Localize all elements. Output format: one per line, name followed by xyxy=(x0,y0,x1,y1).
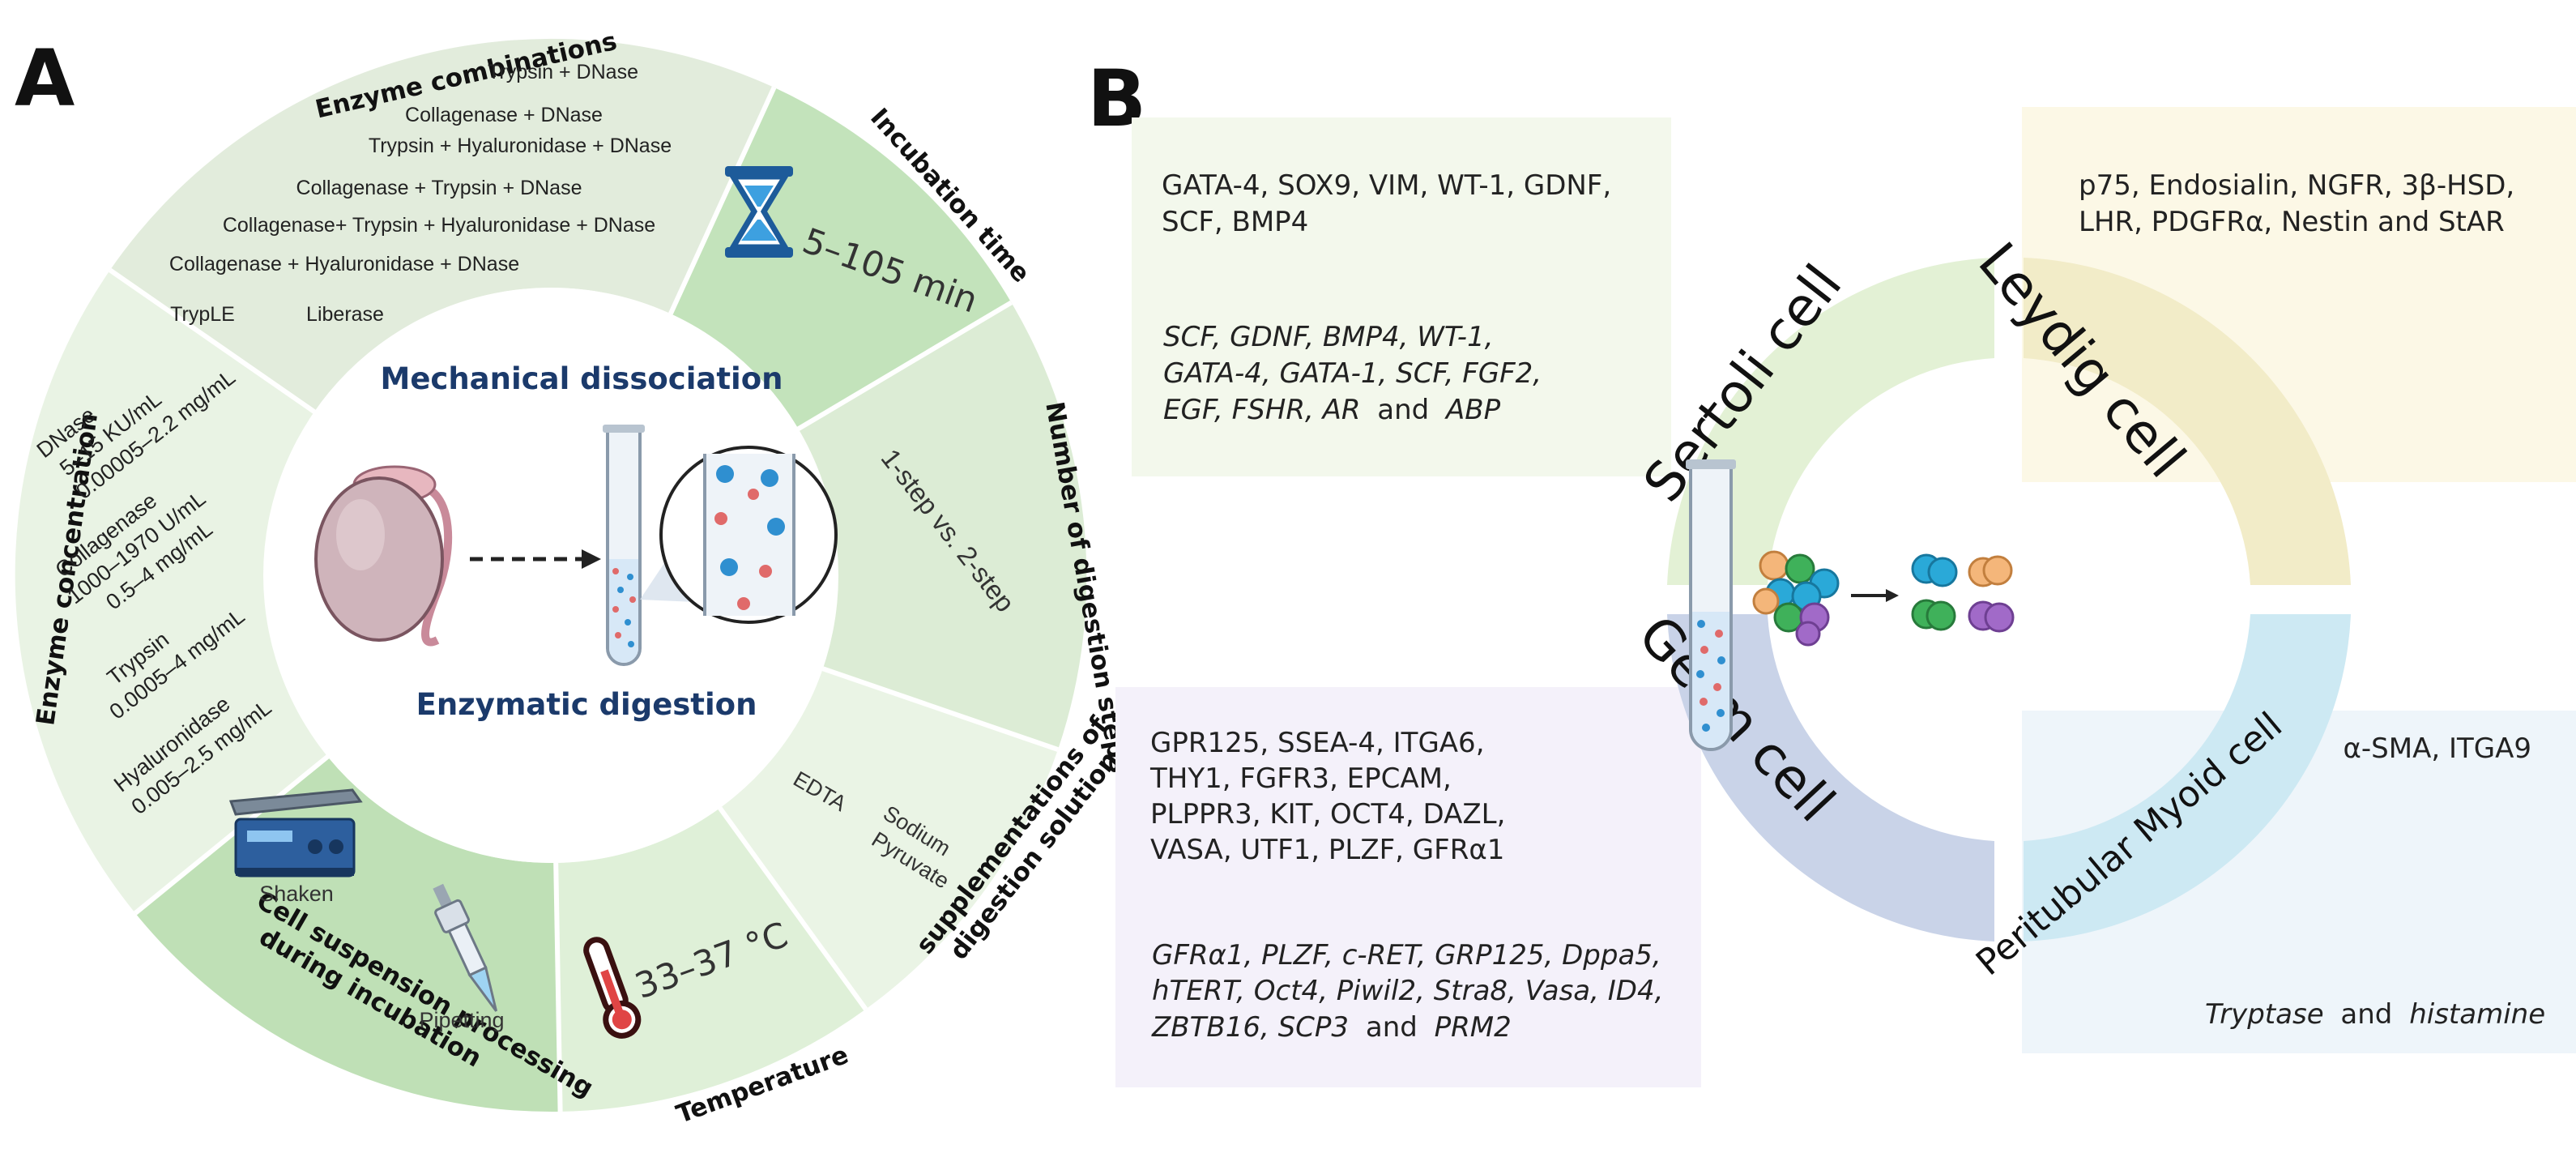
shaker-icon xyxy=(228,788,363,878)
shaken-label: Shaken xyxy=(259,882,334,906)
test-tube-icon xyxy=(1686,459,1736,751)
hub xyxy=(263,288,838,863)
segment-temperature xyxy=(556,808,866,1112)
enzyme-combo-item: Liberase xyxy=(306,303,384,326)
germ-gene-markers: GFRα1, PLZF, c-RET, GRP125, Dppa5, hTERT… xyxy=(1151,939,1672,1044)
segment-digestion-steps xyxy=(797,302,1087,750)
enzyme-combination-list: Trypsin + DNase Collagenase + DNase Tryp… xyxy=(169,61,672,326)
magnified-view-icon xyxy=(659,446,838,624)
leydig-protein-markers: p75, Endosialin, NGFR, 3β-HSD, LHR, PDGF… xyxy=(2079,169,2523,238)
germ-markers-box xyxy=(1115,687,1701,1087)
germ-protein-markers: GPR125, SSEA-4, ITGA6, THY1, FGFR3, EPCA… xyxy=(1149,727,1514,866)
segment-myoid xyxy=(2024,614,2351,942)
hourglass-icon xyxy=(725,166,793,258)
segment-germ xyxy=(1667,614,1994,942)
cell-cluster-icon xyxy=(1752,550,1840,647)
enzyme-combo-item: Collagenase + Hyaluronidase + DNase xyxy=(169,253,519,275)
segment-separators xyxy=(109,86,1059,1112)
enzymatic-digestion-label: Enzymatic digestion xyxy=(416,687,757,722)
sertoli-gene-markers: SCF, GDNF, BMP4, WT-1, GATA-4, GATA-1, S… xyxy=(1163,321,1550,426)
separated-cells-icon xyxy=(1911,553,2015,633)
thermometer-icon xyxy=(583,937,642,1039)
segment-sertoli xyxy=(1667,258,1994,585)
cell-type-ring xyxy=(1667,258,2351,942)
test-tube-icon xyxy=(603,425,645,666)
sertoli-markers-box xyxy=(1132,117,1671,476)
myoid-gene-markers: Tryptase and histamine xyxy=(2205,998,2545,1031)
segment-enzyme-concentration xyxy=(15,270,328,913)
enzyme-combo-item: Trypsin + DNase xyxy=(488,61,638,83)
enzyme-combo-item: Collagenase+ Trypsin + Hyaluronidase + D… xyxy=(223,214,655,237)
enzyme-combo-item: TrypLE xyxy=(170,303,235,326)
enzyme-combo-item: Collagenase + Trypsin + DNase xyxy=(296,177,582,199)
segment-enzyme-combinations xyxy=(109,38,774,412)
myoid-protein-markers: α-SMA, ITGA9 xyxy=(2343,732,2531,765)
arrow-head-icon xyxy=(1886,589,1899,602)
pipetting-label: Pipetting xyxy=(419,1008,504,1032)
testis-icon xyxy=(314,465,453,647)
segment-leydig xyxy=(2024,258,2351,585)
arrow-head-icon xyxy=(582,549,601,569)
enzyme-combo-item: Trypsin + Hyaluronidase + DNase xyxy=(369,135,672,157)
panel-a-wheel xyxy=(15,38,1087,1112)
sertoli-protein-markers: GATA-4, SOX9, VIM, WT-1, GDNF, SCF, BMP4 xyxy=(1162,169,1620,238)
mechanical-dissociation-label: Mechanical dissociation xyxy=(381,361,783,396)
pipette-icon xyxy=(433,883,498,1012)
panel-a-label: A xyxy=(15,33,75,124)
enzyme-combo-item: Collagenase + DNase xyxy=(405,104,603,126)
